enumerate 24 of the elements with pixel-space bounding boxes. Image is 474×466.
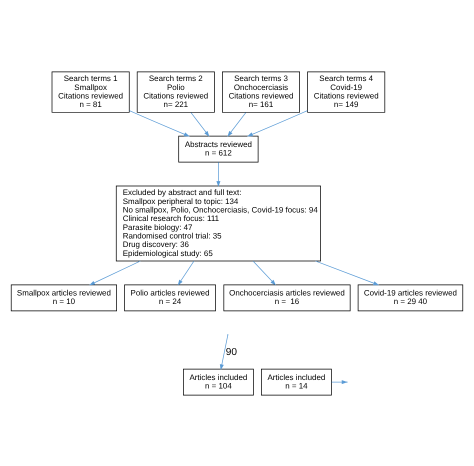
arrow: [89, 260, 141, 285]
arrow: [190, 112, 210, 136]
node-box: Articles included n = 104: [183, 368, 254, 395]
node-box: Search terms 3 Onchocerciasis Citations reviewed n= 161: [222, 71, 300, 112]
arrow: [252, 260, 276, 285]
arrow: [220, 334, 228, 370]
node-box: Excluded by abstract and full text: Smallpox peripheral to topic: 134 No smallpox, Polio, Onchocerciasis, Covid-19 focus: 94 Clinical research focus: 111 Parasite biology: 47 Randomised control trial: 35 Drug discovery: 36 Epidemiological study: 65: [116, 185, 321, 261]
node-box: Smallpox articles reviewed n = 10: [10, 284, 117, 311]
node-box: Abstracts reviewed n = 612: [178, 135, 258, 162]
node-box: Onchocerciasis articles reviewed n = 16: [223, 284, 351, 311]
arrow: [178, 260, 194, 286]
node-box: Search terms 4 Covid-19 Citations reviewed n= 149: [307, 71, 386, 112]
arrow: [216, 161, 220, 186]
arrow: [247, 110, 308, 136]
edge-label: 90: [226, 346, 238, 358]
arrow: [227, 112, 246, 136]
node-box: Search terms 1 Smallpox Citations reviewed n = 81: [52, 71, 130, 112]
node-box: Search terms 2 Polio Citations reviewed n= 221: [136, 71, 215, 112]
node-box: Articles included n = 14: [261, 368, 332, 395]
node-box: Covid-19 articles reviewed n = 29 40: [358, 284, 464, 311]
arrow: [331, 380, 348, 384]
node-box: Polio articles reviewed n = 24: [124, 284, 216, 311]
arrow: [129, 110, 190, 136]
arrow: [315, 260, 380, 285]
